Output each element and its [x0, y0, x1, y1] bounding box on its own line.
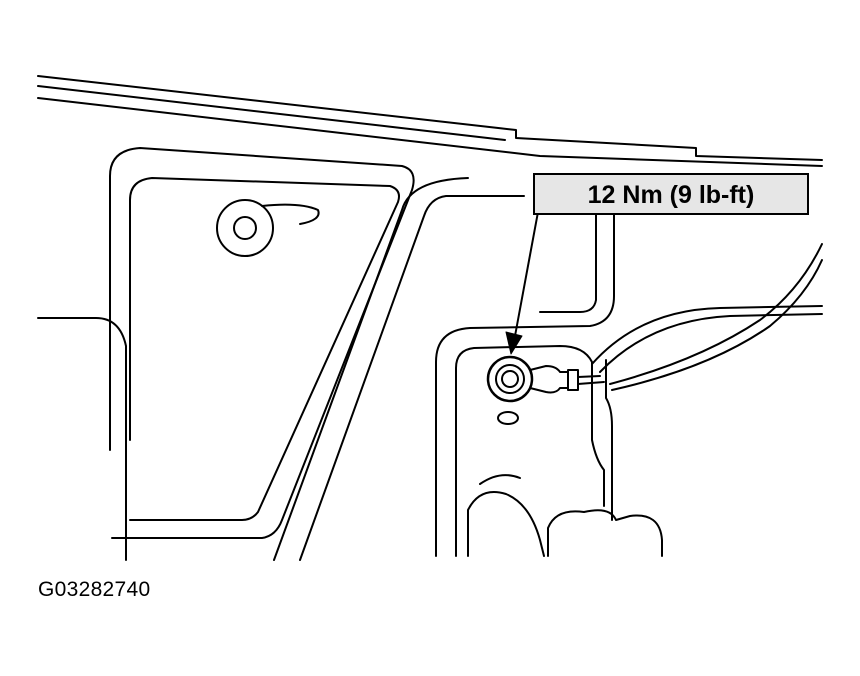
torque-callout: 12 Nm (9 lb-ft) — [533, 173, 809, 215]
torque-callout-arrow — [505, 211, 539, 355]
ground-bolt — [486, 355, 605, 425]
figure-id: G03282740 — [38, 578, 151, 601]
left-panel-outline — [37, 147, 415, 561]
wire-harness — [591, 243, 823, 391]
lower-grommet-shapes — [467, 474, 663, 557]
right-bracket-outline — [435, 213, 615, 557]
torque-callout-label: 12 Nm (9 lb-ft) — [588, 181, 755, 209]
upper-panel-edges — [37, 75, 823, 167]
middle-panel-lines — [273, 177, 525, 561]
stud-boss — [216, 199, 320, 257]
